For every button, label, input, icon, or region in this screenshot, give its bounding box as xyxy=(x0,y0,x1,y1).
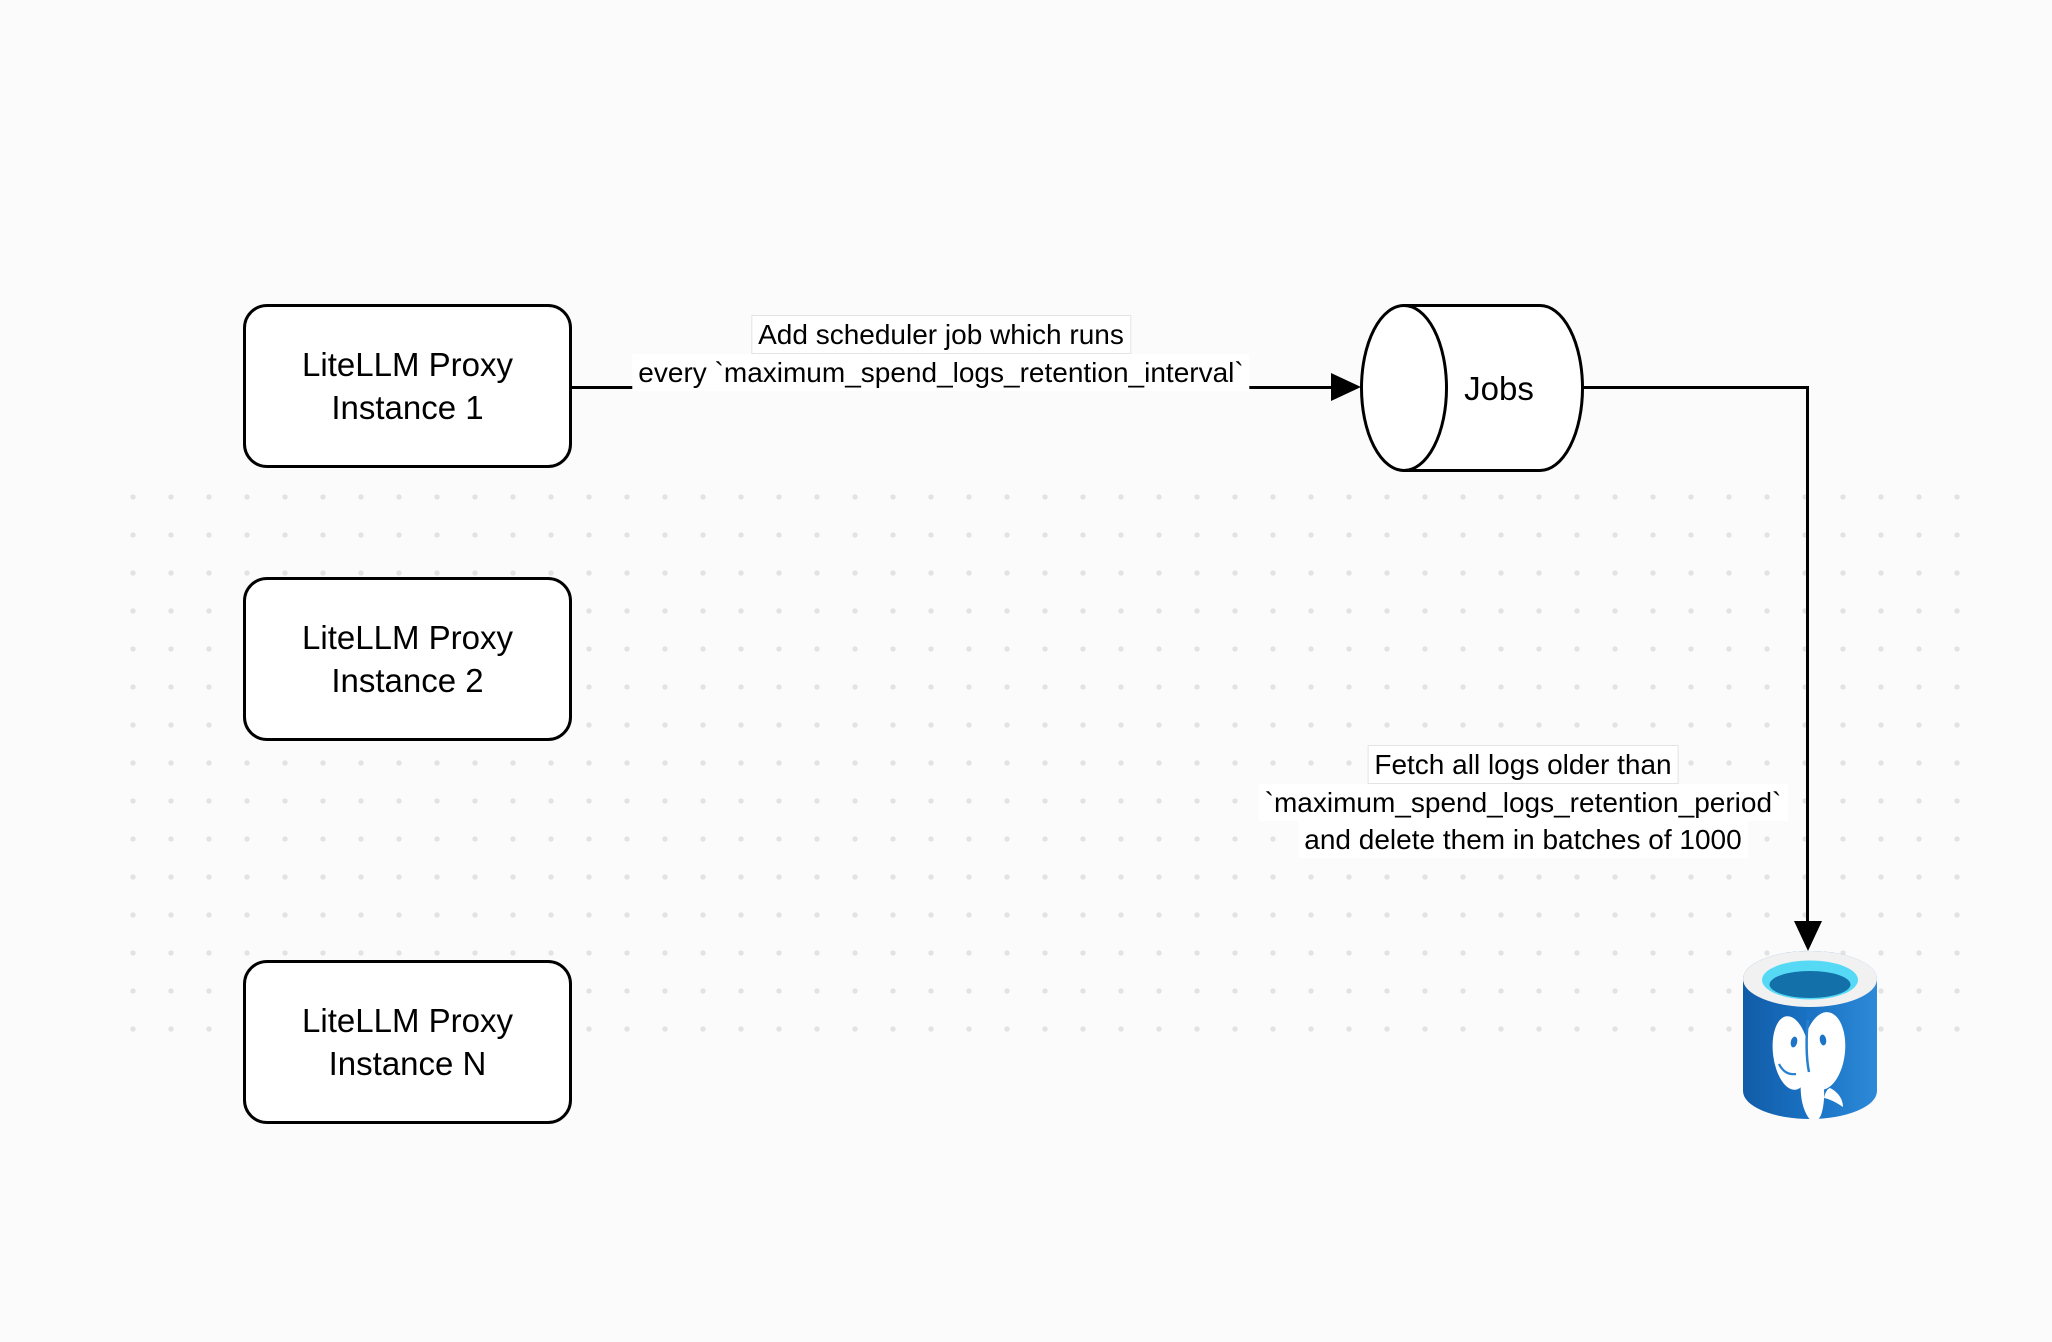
node-label-line1: LiteLLM Proxy xyxy=(302,1002,513,1039)
node-label-line2: Instance 2 xyxy=(331,662,484,699)
node-litellm-proxy-instance-2: LiteLLM Proxy Instance 2 xyxy=(243,577,572,741)
edge-fetch-line-horizontal xyxy=(1583,386,1809,389)
edge-label-fetch-delete: Fetch all logs older than `maximum_spend… xyxy=(1258,745,1788,858)
node-litellm-proxy-instance-n: LiteLLM Proxy Instance N xyxy=(243,960,572,1124)
edge-fetch-line-vertical xyxy=(1806,386,1809,923)
db-inner-deep xyxy=(1769,971,1851,998)
node-label-line1: LiteLLM Proxy xyxy=(302,619,513,656)
edge-label-line2: `maximum_spend_logs_retention_period` xyxy=(1258,784,1788,821)
edge-label-add-scheduler: Add scheduler job which runs every `maxi… xyxy=(632,315,1250,391)
postgres-elephant-icon xyxy=(1772,1011,1846,1119)
node-label-line2: Instance 1 xyxy=(331,389,484,426)
edge-label-line1: Fetch all logs older than xyxy=(1367,745,1679,784)
jobs-queue-label: Jobs xyxy=(1464,370,1534,407)
edge-label-line3: and delete them in batches of 1000 xyxy=(1298,821,1748,858)
node-label-line2: Instance N xyxy=(328,1045,487,1082)
edge-label-line2: every `maximum_spend_logs_retention_inte… xyxy=(632,354,1250,391)
node-litellm-proxy-instance-1: LiteLLM Proxy Instance 1 xyxy=(243,304,572,468)
postgresql-database-icon xyxy=(1743,951,1877,1119)
cylinder-end-cap xyxy=(1360,304,1448,472)
edge-label-line1: Add scheduler job which runs xyxy=(751,315,1131,354)
jobs-queue-cylinder xyxy=(1360,304,1584,472)
node-label-line1: LiteLLM Proxy xyxy=(302,346,513,383)
edge-fetch-arrowhead-icon xyxy=(1794,921,1822,951)
cylinder-body xyxy=(1402,304,1584,472)
edge-scheduler-arrowhead-icon xyxy=(1331,373,1361,401)
